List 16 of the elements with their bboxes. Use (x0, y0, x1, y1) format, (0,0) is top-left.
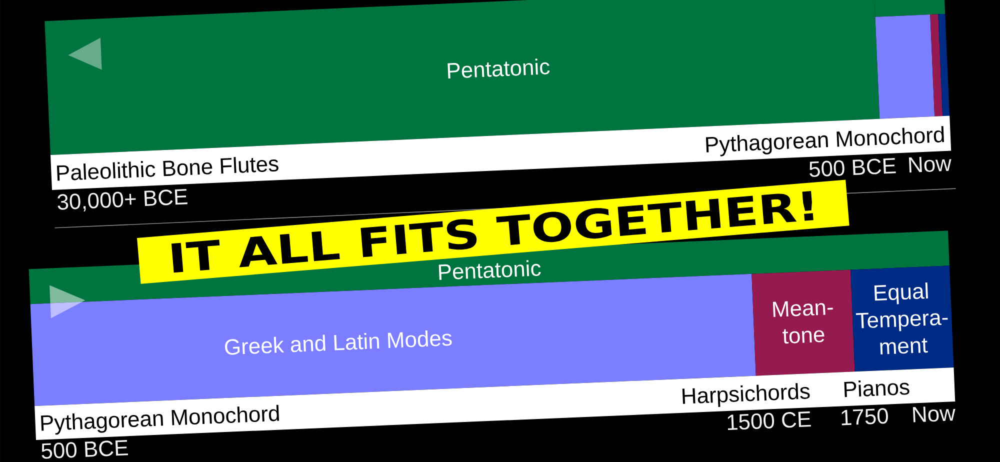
label-strip (50, 116, 952, 190)
instrument-label: Paleolithic Bone Flutes (56, 156, 278, 181)
date-label: 1750 (842, 408, 888, 426)
instrument-label: Pythagorean Monochord (706, 126, 944, 156)
date-label: 500 BCE (42, 440, 128, 459)
timeline-band (930, 14, 943, 116)
timeline-band: Equal Tempera-ment (850, 266, 954, 372)
timeline-band (938, 14, 950, 116)
timeline-band: Mean-tone (752, 270, 855, 376)
date-label: 500 BCE (810, 158, 896, 177)
date-label: 1500 CE (728, 411, 811, 430)
date-label: Now (912, 406, 956, 422)
instrument-label: Pianos (844, 380, 910, 398)
date-label: Now (908, 156, 952, 173)
label-strip (34, 368, 956, 440)
instrument-label: Pythagorean Monochord (41, 404, 280, 435)
